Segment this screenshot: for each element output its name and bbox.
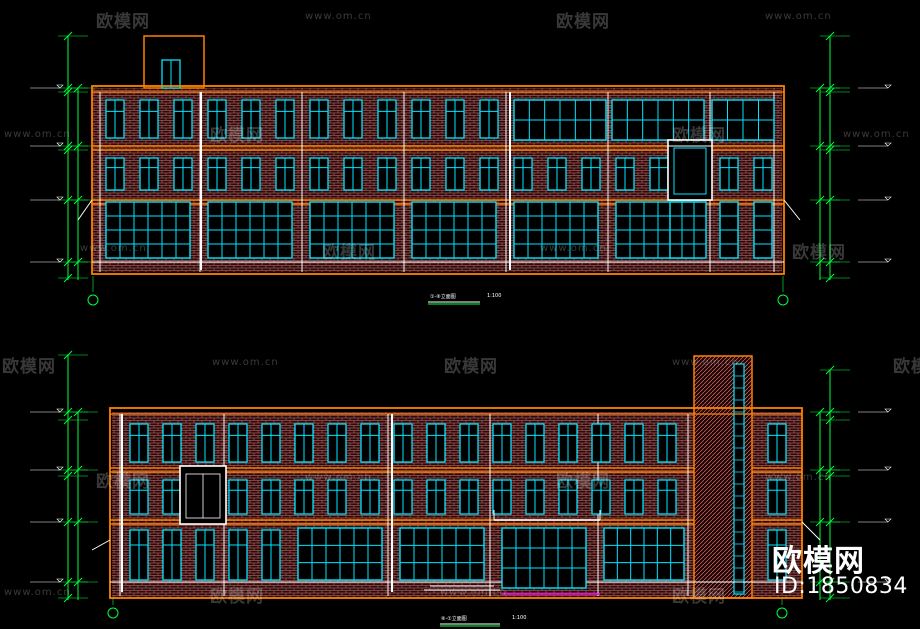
watermark-url: www.om.cn [305, 11, 372, 22]
watermark-brand: 欧模网 [556, 472, 610, 492]
watermark-brand: 欧模网 [210, 126, 264, 146]
stair-opening [667, 139, 713, 201]
watermark-brand: 欧模网 [556, 12, 610, 32]
level-triangle [884, 142, 892, 147]
level-triangle [56, 518, 64, 523]
axis-bubble [776, 607, 788, 619]
level-triangle [56, 466, 64, 471]
watermark-url: www.om.cn [80, 243, 147, 254]
watermark-brand: 欧模网 [672, 126, 726, 146]
watermark-url: www.om.cn [765, 11, 832, 22]
level-triangle [56, 408, 64, 413]
watermark-logo: 欧模网 [772, 544, 865, 579]
watermark-id: ID:1850834 [774, 574, 908, 599]
watermark-url: www.om.cn [212, 357, 279, 368]
level-triangle [884, 466, 892, 471]
level-triangle [56, 578, 64, 583]
watermark-url: www.om.cn [540, 243, 607, 254]
facade-outline [109, 407, 803, 599]
watermark-url: www.om.cn [672, 357, 739, 368]
watermark-brand: 欧模网 [322, 243, 376, 263]
watermark-url: www.om.cn [4, 587, 71, 598]
axis-bubble [777, 294, 789, 306]
stair-glass [673, 147, 707, 195]
bottom-elevation-title: ⑧-①立面图 [441, 616, 467, 622]
facade-outline [91, 85, 785, 275]
watermark-brand: 欧模网 [672, 587, 726, 607]
level-triangle [884, 518, 892, 523]
top-elevation-scale: 1:100 [487, 293, 502, 299]
watermark-url: www.om.cn [305, 472, 372, 483]
canopy [77, 199, 93, 221]
canopy [783, 199, 801, 221]
watermark-url: www.om.cn [440, 587, 507, 598]
level-triangle [884, 408, 892, 413]
level-triangle [56, 142, 64, 147]
canopy [91, 539, 111, 551]
level-triangle [884, 258, 892, 263]
level-triangle [884, 196, 892, 201]
tower-window-strip [733, 363, 745, 595]
axis-bubble [87, 294, 99, 306]
watermark-url: www.om.cn [765, 472, 832, 483]
watermark-url: www.om.cn [843, 129, 910, 140]
level-triangle [56, 258, 64, 263]
watermark-brand: 欧模网 [893, 357, 920, 377]
level-triangle [56, 84, 64, 89]
canopy [801, 521, 821, 541]
level-triangle [884, 578, 892, 583]
watermark-url: www.om.cn [4, 129, 71, 140]
watermark-brand: 欧模网 [2, 357, 56, 377]
dimension-lines [30, 31, 892, 627]
top-elevation [77, 35, 801, 275]
top-elevation-title: ①-⑧立面图 [430, 294, 456, 300]
level-triangle [884, 84, 892, 89]
watermark-brand: 欧模网 [444, 357, 498, 377]
watermark-brand: 欧模网 [96, 12, 150, 32]
level-triangle [56, 196, 64, 201]
watermark-brand: 欧模网 [96, 472, 150, 492]
bottom-elevation-scale: 1:100 [512, 615, 527, 621]
axis-bubble [107, 607, 119, 619]
bottom-elevation [91, 355, 821, 599]
watermark-brand: 欧模网 [210, 587, 264, 607]
watermark-brand: 欧模网 [792, 243, 846, 263]
